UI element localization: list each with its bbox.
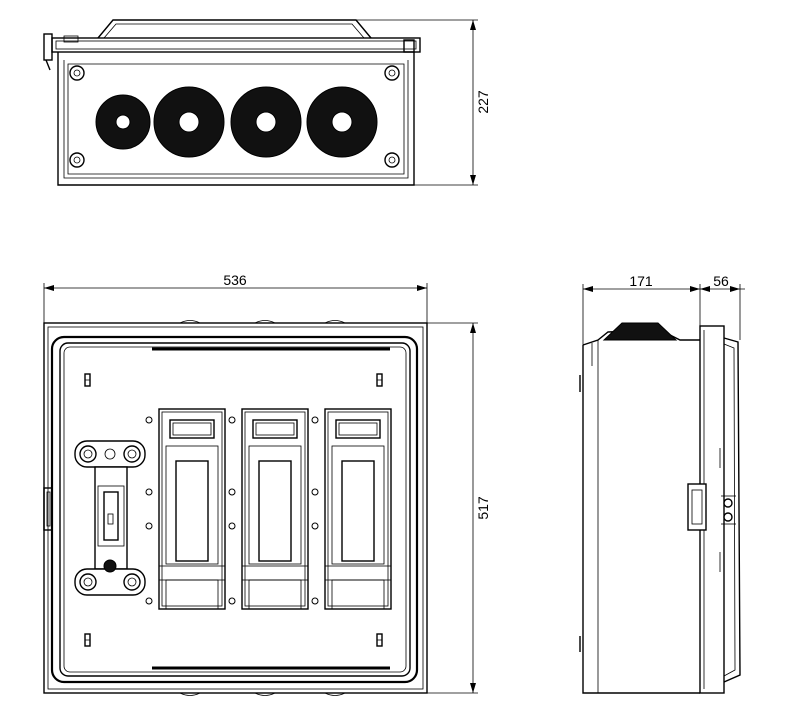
switch-module-1 [158,408,226,610]
switch-module-3 [324,408,392,610]
screw-bottom-left [69,152,85,168]
cable-gland-3 [230,86,302,158]
dimension-label-56: 56 [713,273,729,289]
corner-slot-br [376,633,383,647]
dimension-label-227: 227 [475,90,491,114]
dimension-label-517: 517 [475,496,491,520]
cable-gland-4 [306,86,378,158]
dimension-517: 517 [427,322,491,694]
screw-top-left [69,65,85,81]
screw-top-right [384,65,400,81]
screw-bottom-right [384,152,400,168]
front-view [43,320,428,696]
top-view [43,19,421,186]
corner-slot-bl [84,633,91,647]
corner-slot-tr [376,373,383,387]
side-view [579,322,741,694]
dimension-label-536: 536 [223,272,247,288]
corner-slot-tl [84,373,91,387]
dimension-171: 171 [582,273,701,345]
mounting-dots [145,416,319,605]
switch-module-2 [241,408,309,610]
dimension-227: 227 [356,19,491,186]
dimension-536: 536 [43,272,428,323]
earth-terminal [74,440,146,596]
cable-gland-1 [95,94,151,150]
dimension-56: 56 [700,273,745,340]
dimension-label-171: 171 [629,273,653,289]
cable-gland-2 [153,86,225,158]
